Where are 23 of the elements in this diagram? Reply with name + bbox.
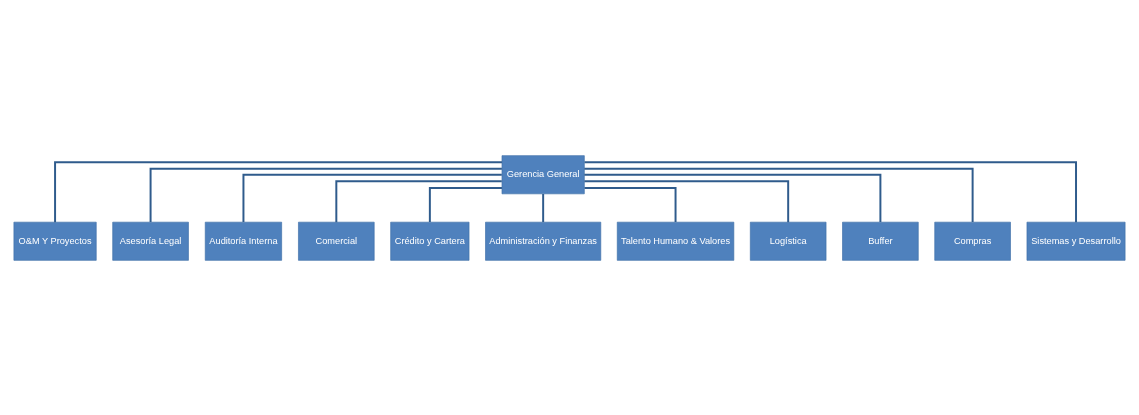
node-box: Talento Humano & Valores bbox=[616, 221, 735, 261]
node-box: O&M Y Proyectos bbox=[13, 221, 97, 261]
node-box: Asesoría Legal bbox=[112, 221, 189, 261]
node-box: Comercial bbox=[298, 221, 375, 261]
node-box: Buffer bbox=[842, 221, 919, 261]
node-box: Compras bbox=[934, 221, 1011, 261]
connector bbox=[242, 173, 503, 223]
node-box: Auditoría Interna bbox=[204, 221, 282, 261]
connector bbox=[583, 173, 882, 223]
connector bbox=[428, 186, 503, 223]
connector bbox=[54, 160, 503, 223]
connector bbox=[149, 167, 503, 223]
connector bbox=[583, 167, 974, 223]
connector bbox=[335, 179, 503, 223]
node-box: Gerencia General bbox=[501, 154, 585, 194]
node-box: Crédito y Cartera bbox=[390, 221, 470, 261]
connector bbox=[583, 186, 677, 223]
connector bbox=[583, 179, 790, 223]
connector bbox=[542, 192, 545, 223]
node-box: Administración y Finanzas bbox=[485, 221, 602, 261]
node-box: Logística bbox=[749, 221, 827, 261]
node-box: Sistemas y Desarrollo bbox=[1026, 221, 1126, 261]
connector bbox=[583, 160, 1077, 223]
